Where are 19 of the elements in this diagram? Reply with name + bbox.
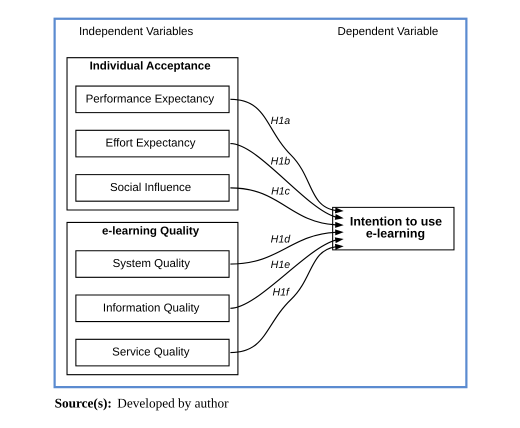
node-box: Service Quality (74, 338, 230, 366)
edge-label: H1d (270, 233, 290, 246)
edge-label: H1f (272, 286, 288, 299)
arrow (230, 98, 344, 214)
arrow (230, 187, 344, 228)
edge-label: H1a (270, 114, 290, 127)
arrow (230, 237, 344, 309)
node-box: Effort Expectancy (74, 130, 230, 158)
caption: Source(s): Developed by author (54, 395, 228, 410)
edge-label: H1b (270, 156, 290, 168)
node-box: Information Quality (74, 294, 230, 322)
arrow (230, 229, 344, 265)
arrow (230, 244, 344, 354)
arrow (230, 143, 344, 220)
node-box: Performance Expectancy (74, 86, 230, 114)
node-box: Social Influence (74, 174, 230, 202)
edge-label: H1e (270, 259, 290, 272)
node-box: System Quality (74, 250, 230, 278)
edge-label: H1c (270, 186, 290, 198)
